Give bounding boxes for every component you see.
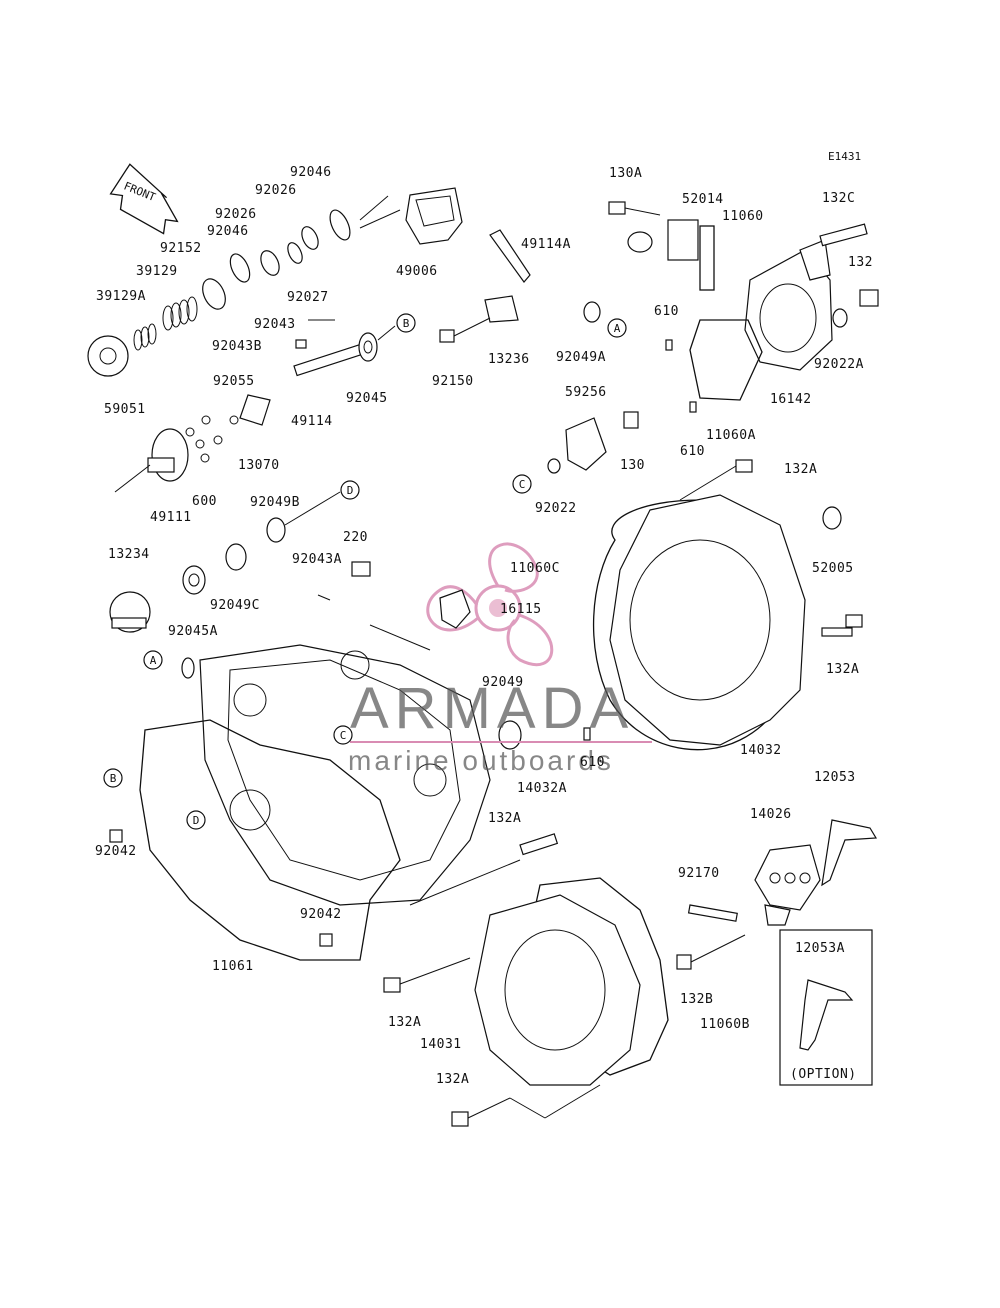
part-label-layer: 92046 92026 92026 92046 92152 39129 39129A 5905…	[95, 165, 873, 1087]
water-pump-group	[547, 201, 879, 474]
watermark-brand: ARMADA	[350, 676, 634, 741]
part-number-label: 52014	[682, 192, 724, 207]
part-number-label: 92022	[535, 501, 577, 516]
bracket-group	[676, 819, 878, 970]
part-number-label: 132A	[826, 662, 859, 677]
part-number-label: 132A	[784, 462, 817, 477]
part-number-label: 220	[343, 530, 368, 545]
part-number-label: 92027	[287, 290, 329, 305]
part-number-label: 49111	[150, 510, 192, 525]
part-number-label: 12053	[814, 770, 856, 785]
callout-letter: A	[150, 654, 157, 667]
part-number-label: 52005	[812, 561, 854, 576]
callout-letter: B	[403, 317, 410, 330]
part-number-label: 600	[192, 494, 217, 509]
callout-marker: D	[186, 810, 206, 830]
part-number-label: 14026	[750, 807, 792, 822]
part-number-label: 92042	[95, 844, 137, 859]
part-number-label: 16142	[770, 392, 812, 407]
part-number-label: 92150	[432, 374, 474, 389]
part-number-label: 92046	[290, 165, 332, 180]
part-number-label: 92026	[215, 207, 257, 222]
part-number-label: 92049B	[250, 495, 300, 510]
callout-marker: C	[333, 725, 353, 745]
part-number-label: 92045A	[168, 624, 218, 639]
callout-letter: B	[110, 772, 117, 785]
part-number-label: 39129	[136, 264, 178, 279]
part-number-label: 92152	[160, 241, 202, 256]
part-number-label: 92022A	[814, 357, 864, 372]
callout-marker: B	[103, 768, 123, 788]
callout-marker: B	[396, 313, 416, 333]
callout-letter: C	[340, 729, 347, 742]
part-number-label: 59256	[565, 385, 607, 400]
part-number-label: 13236	[488, 352, 530, 367]
part-number-label: 49006	[396, 264, 438, 279]
part-number-label: 132	[848, 255, 873, 270]
part-number-label: 132A	[388, 1015, 421, 1030]
option-box: 12053A (OPTION)	[779, 929, 873, 1086]
part-number-label: 11060A	[706, 428, 756, 443]
part-number-label: 92026	[255, 183, 297, 198]
part-number-label: 610	[680, 444, 705, 459]
middle-left-parts-group	[109, 491, 471, 651]
part-number-label: 16115	[500, 602, 542, 617]
diagram-code: E1431	[828, 150, 861, 163]
callout-marker: D	[340, 480, 360, 500]
part-number-label: 132C	[822, 191, 855, 206]
part-number-label: 11060	[722, 209, 764, 224]
part-number-label: 610	[580, 755, 605, 770]
callout-letter: D	[193, 814, 200, 827]
part-number-label: 49114A	[521, 237, 571, 252]
part-number-label: 59051	[104, 402, 146, 417]
part-number-label: 14032A	[517, 781, 567, 796]
part-number-label: 13234	[108, 547, 150, 562]
part-number-label: 132A	[488, 811, 521, 826]
part-number-label: 92055	[213, 374, 255, 389]
part-number-label: 92046	[207, 224, 249, 239]
part-number-label: 610	[654, 304, 679, 319]
front-arrow-icon: FRONT	[109, 163, 179, 235]
part-number-label: 130	[620, 458, 645, 473]
part-number-label: 13070	[238, 458, 280, 473]
kickstart-parts-group	[87, 187, 531, 493]
armada-logo	[426, 542, 554, 667]
part-number-label: 92045	[346, 391, 388, 406]
callout-marker: A	[143, 650, 163, 670]
part-number-label: 92043	[254, 317, 296, 332]
part-number-label: 130A	[609, 166, 642, 181]
callout-letter: A	[614, 322, 621, 335]
part-number-label: 92049C	[210, 598, 260, 613]
part-number-label: 92042	[300, 907, 342, 922]
part-number-label: 11060C	[510, 561, 560, 576]
part-number-label: 14031	[420, 1037, 462, 1052]
callout-letter: D	[347, 484, 354, 497]
callout-layer: A A B B C C D D	[103, 313, 627, 830]
part-number-label: 39129A	[96, 289, 146, 304]
part-number-label: 92043A	[292, 552, 342, 567]
part-number-label: 92049	[482, 675, 524, 690]
part-number-label: 49114	[291, 414, 333, 429]
magneto-cover-group	[383, 877, 669, 1127]
option-box-title: 12053A	[795, 941, 845, 956]
clutch-cover-group	[583, 459, 863, 751]
callout-marker: C	[512, 474, 532, 494]
part-number-label: 11060B	[700, 1017, 750, 1032]
part-number-label: 92043B	[212, 339, 262, 354]
part-number-label: 132B	[680, 992, 713, 1007]
part-number-label: 11061	[212, 959, 254, 974]
part-number-label: 14032	[740, 743, 782, 758]
part-number-label: 92170	[678, 866, 720, 881]
part-number-label: 132A	[436, 1072, 469, 1087]
callout-marker: A	[607, 318, 627, 338]
option-box-note: (OPTION)	[790, 1067, 857, 1082]
part-number-label: 92049A	[556, 350, 606, 365]
watermark-tagline: marine outboards	[348, 745, 614, 776]
watermark: ARMADA marine outboards	[348, 676, 652, 776]
callout-letter: C	[519, 478, 526, 491]
